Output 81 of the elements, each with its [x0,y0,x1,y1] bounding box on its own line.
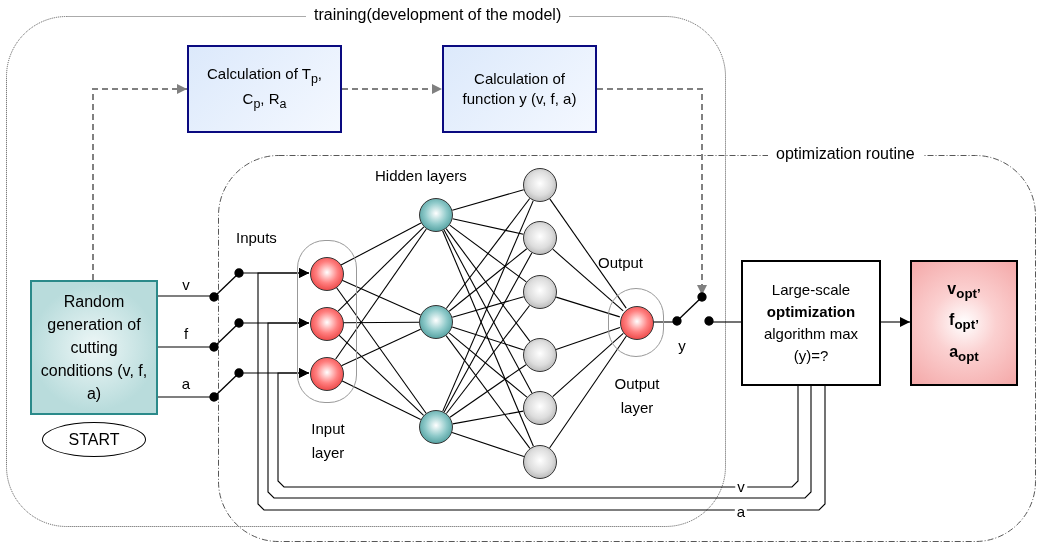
network-label: Output layer [613,374,661,418]
neuron-circle [523,445,557,479]
neuron-circle [419,410,453,444]
connection-line [442,230,534,447]
connection-line [337,334,425,416]
connection-line [445,228,531,342]
connection-line [443,252,533,413]
neuron-circle [523,275,557,309]
connection-line [452,410,524,425]
connection-line [451,326,525,351]
result-box [910,260,1018,386]
start-label: START [68,430,120,449]
connection-line [451,296,525,318]
arrow [257,268,826,511]
neuron-circle [310,257,344,291]
connection-line [157,295,212,297]
region-title: optimization routine [768,145,923,163]
box-label: Large-scale optimization algorithm max (y)=? [762,280,860,366]
connection-line [451,189,525,211]
connection-line [335,286,427,414]
arrow [267,318,812,499]
switch-symbol [209,318,245,352]
network-label: Inputs [236,229,277,247]
connection-line [443,229,533,394]
connection-line [448,332,528,398]
connection-line [449,224,527,283]
connection-line [549,198,627,309]
connection-line [555,296,621,318]
network-label: Output [598,254,644,272]
connection-line [340,279,422,316]
process-box [187,45,342,133]
connection-line [652,321,675,323]
connection-line [549,335,627,449]
box-label: v$_{opt’}$ f$_{opt’}$ a$_{opt}$ [946,279,982,366]
network-label: Hidden layers [375,167,467,185]
connection-line [445,304,531,415]
connection-line [552,248,624,312]
neuron-circle [310,307,344,341]
connection-line [451,431,525,458]
connection-line [449,364,527,418]
connection-line [335,228,427,360]
neuron-circle [523,168,557,202]
algorithm-box [741,260,881,386]
switch-symbol [672,292,714,326]
box-label: Calculation of T$_{p}$, C$_{p}$, R$_{a}$ [205,64,324,113]
arrow [92,84,188,281]
process-box [442,45,597,133]
region-title: training(development of the model) [306,6,570,24]
neuron-circle [523,391,557,425]
connection-line [340,222,422,266]
connection-line [157,396,212,398]
box-label: Calculation of function y (v, f, a) [461,69,578,109]
network-label: Input layer [310,419,346,463]
generator-box [30,280,158,415]
connection-line [710,321,742,323]
connection-line [342,321,420,324]
edge-label: f [181,326,191,342]
arrow [341,84,443,94]
neuron-circle [419,198,453,232]
connection-line [552,332,624,398]
connection-line [555,326,621,351]
connection-line [448,248,528,312]
connection-line [452,218,524,235]
switch-symbol [209,368,245,402]
neuron-circle [419,305,453,339]
switch-symbol [209,268,245,302]
connection-line [157,346,212,348]
arrow [880,317,911,327]
connection-line [445,335,531,449]
box-label: Random generation of cutting conditions (v, f, a) [39,292,149,404]
connection-line [337,226,425,312]
neuron-circle [620,306,654,340]
connection-line [340,379,422,421]
layer-outline [297,240,357,403]
neuron-circle [310,357,344,391]
neuron-circle [523,338,557,372]
connection-line [340,328,422,367]
connection-line [445,197,531,310]
arrow [277,368,799,488]
connection-line [442,200,534,412]
neuron-circle [523,221,557,255]
